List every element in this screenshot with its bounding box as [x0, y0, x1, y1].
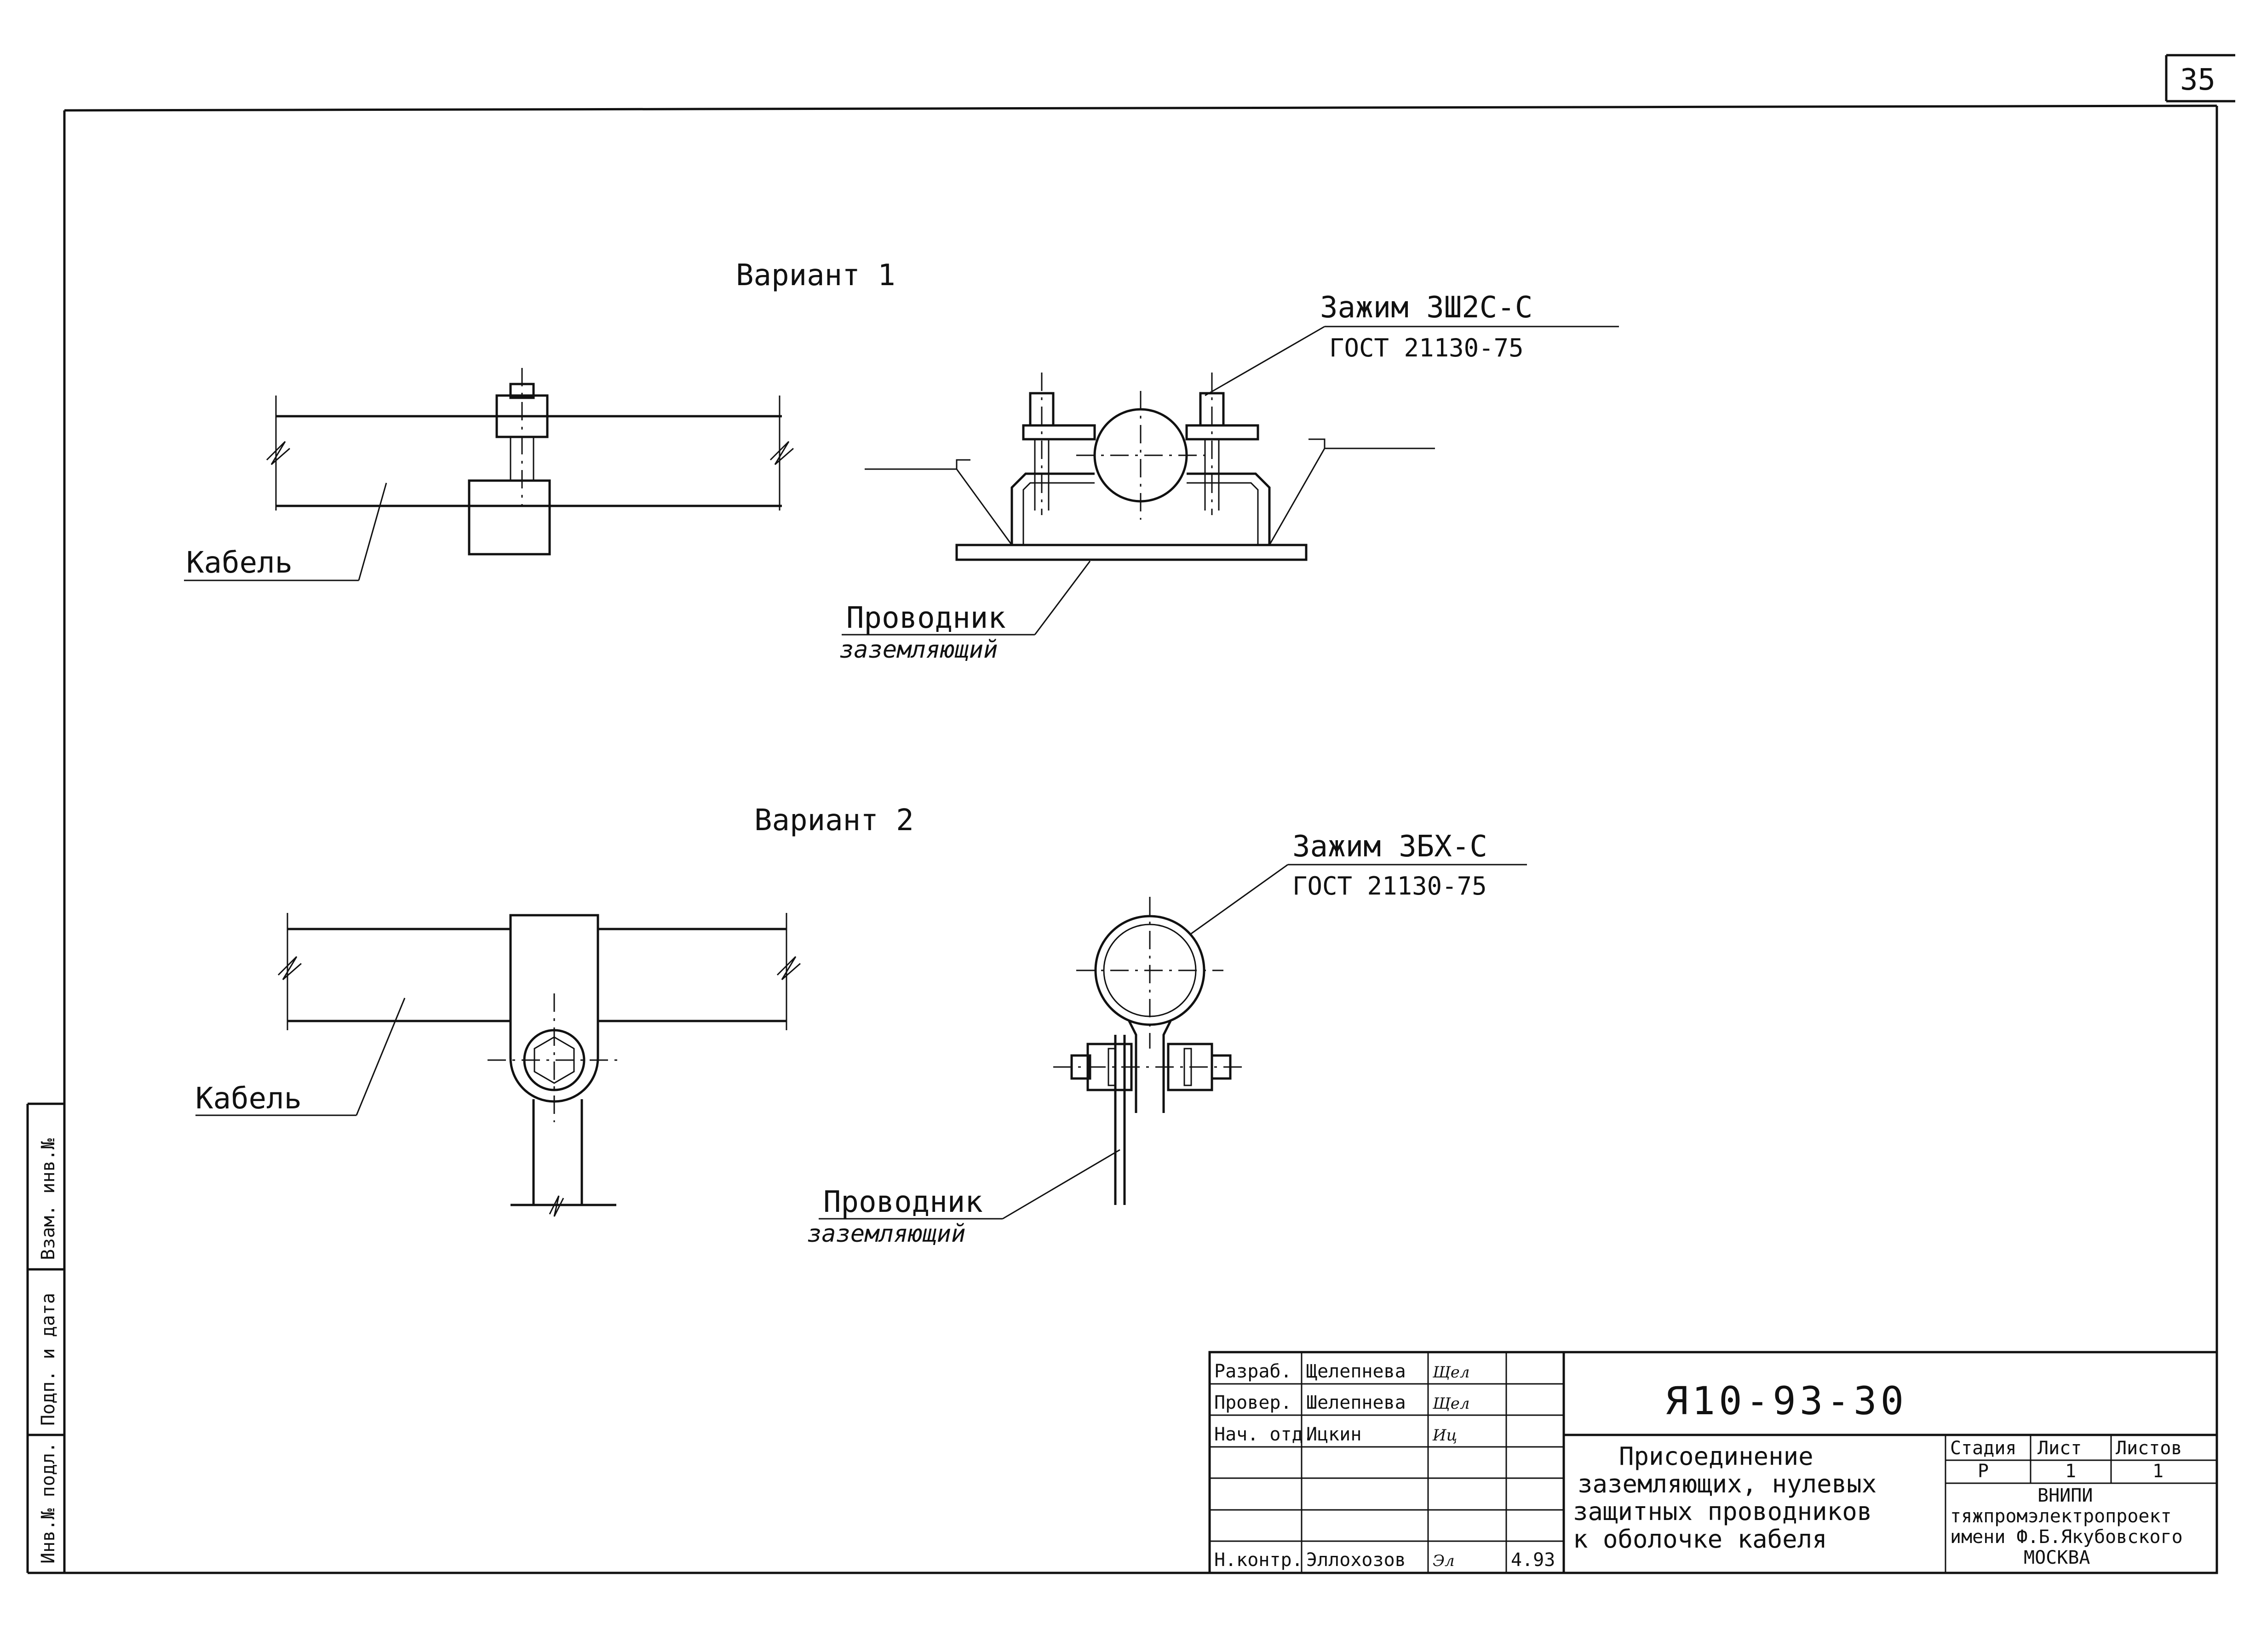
- row-sign: Эл: [1433, 1552, 1455, 1570]
- row-role: Нач. отд.: [1214, 1424, 1314, 1445]
- stage-header: Стадия: [1950, 1438, 2017, 1459]
- variant1: Вариант 1 Кабель: [184, 258, 1619, 664]
- row-sign: Щел: [1432, 1363, 1470, 1382]
- description-line: Присоединение: [1619, 1442, 1813, 1471]
- variant1-title: Вариант 1: [736, 258, 895, 293]
- row-name: Ицкин: [1306, 1424, 1361, 1445]
- variant1-conductor-label: Проводник: [846, 601, 1006, 635]
- variant2-conductor-label: Проводник: [823, 1185, 983, 1219]
- row-name: Шелепнева: [1306, 1392, 1406, 1413]
- org-line: тяжпромэлектропроект: [1950, 1506, 2172, 1527]
- side-stamp-podp: Подп. и дата: [38, 1293, 59, 1426]
- variant1-clamp-name: Зажим ЗШ2С-С: [1320, 291, 1532, 325]
- variant1-clamp-front-view: [955, 373, 1308, 561]
- row-name: Эллохозов: [1306, 1549, 1406, 1571]
- doc-code: Я10-93-30: [1665, 1378, 1907, 1423]
- sheet-number: 35: [2180, 63, 2215, 97]
- row-date: 4.93: [1511, 1549, 1555, 1571]
- row-sign: Щел: [1432, 1394, 1470, 1413]
- sheets-header: Листов: [2116, 1438, 2182, 1459]
- variant2-title: Вариант 2: [754, 803, 914, 837]
- description-line: защитных проводников: [1573, 1497, 1872, 1526]
- row-role: Провер.: [1214, 1392, 1292, 1413]
- sheet-header: Лист: [2037, 1438, 2082, 1459]
- variant2-clamp-standard: ГОСТ 21130-75: [1292, 872, 1487, 901]
- variant1-conductor-sub: заземляющий: [839, 636, 998, 664]
- side-stamp-vzam: Взам. инв.№: [38, 1138, 59, 1260]
- variant2-clamp-name: Зажим ЗБХ-С: [1292, 830, 1487, 864]
- org-line: ВНИПИ: [2037, 1485, 2093, 1506]
- org-line: МОСКВА: [2024, 1547, 2090, 1568]
- variant2-cable-label: Кабель: [195, 1082, 302, 1116]
- variant1-clamp-standard: ГОСТ 21130-75: [1329, 333, 1524, 362]
- variant2-cable-side-view: [277, 913, 801, 1217]
- variant2-conductor-sub: заземляющий: [807, 1220, 965, 1248]
- variant1-cable-side-view: [266, 368, 794, 556]
- title-block: Разраб. Щелепнева Щел Провер. Шелепнева …: [1208, 1351, 2218, 1574]
- stage-value: Р: [1978, 1461, 1989, 1482]
- org-line: имени Ф.Б.Якубовского: [1950, 1526, 2183, 1548]
- side-stamp: Взам. инв.№ Подп. и дата Инв.№ подл.: [38, 1138, 59, 1564]
- sheet-number-box: 35: [2165, 54, 2235, 103]
- title-block-row: Провер. Шелепнева Щел: [1214, 1392, 1470, 1413]
- row-sign: Иц: [1432, 1426, 1457, 1445]
- variant2: Вариант 2 Кабель: [195, 803, 1527, 1248]
- sheet-value: 1: [2065, 1461, 2076, 1482]
- row-role: Н.контр.: [1214, 1549, 1303, 1571]
- description-line: заземляющих, нулевых: [1578, 1469, 1877, 1498]
- title-block-row: Н.контр. Эллохозов Эл 4.93: [1214, 1549, 1555, 1571]
- side-stamp-inv: Инв.№ подл.: [38, 1442, 59, 1564]
- sheets-value: 1: [2152, 1461, 2163, 1482]
- variant2-clamp-front-view: [1053, 897, 1246, 1205]
- title-block-row: Разраб. Щелепнева Щел: [1214, 1361, 1470, 1382]
- variant1-cable-label: Кабель: [186, 546, 293, 580]
- description-line: к оболочке кабеля: [1573, 1525, 1827, 1554]
- row-role: Разраб.: [1214, 1361, 1292, 1382]
- row-name: Щелепнева: [1306, 1361, 1406, 1382]
- title-block-row: Нач. отд. Ицкин Иц: [1214, 1424, 1457, 1445]
